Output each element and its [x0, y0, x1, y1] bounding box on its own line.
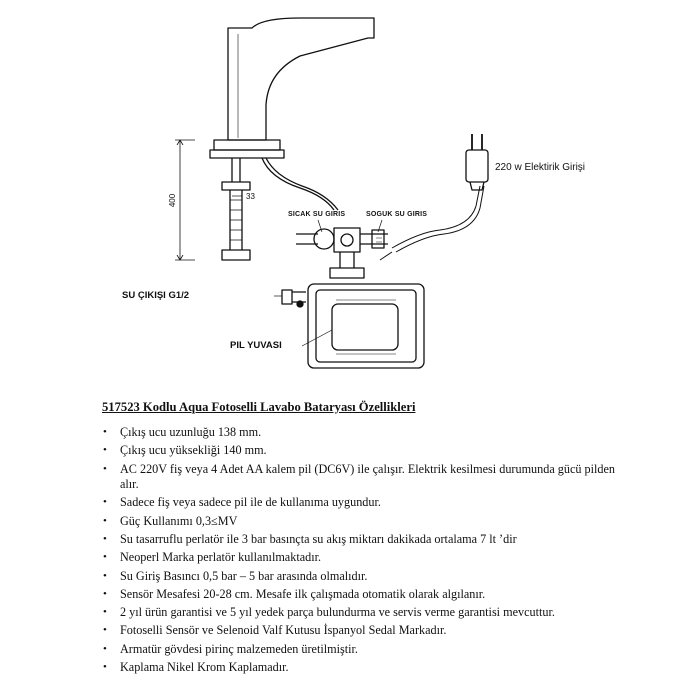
spec-item: • Armatür gövdesi pirinç malzemeden üreti… — [102, 642, 622, 658]
spec-item-text: AC 220V fiş veya 4 Adet AA kalem pil (DC… — [120, 461, 615, 492]
spec-item: • 2 yıl ürün garantisi ve 5 yıl yedek par… — [102, 605, 622, 621]
bullet-icon: • — [103, 514, 107, 527]
spec-item: • Çıkış ucu uzunluğu 138 mm. — [102, 425, 622, 441]
faucet-base — [213, 139, 281, 151]
power-inlet-label: 220 w Elektirik Girişi — [495, 162, 586, 173]
spec-item-text: Su Giriş Basıncı 0,5 bar – 5 bar arasınd… — [120, 568, 368, 583]
specifications-section: 517523 Kodlu Aqua Fotoselli Lavabo Batar… — [102, 400, 622, 678]
spec-item: • Güç Kullanımı 0,3≤MV — [102, 514, 622, 530]
spec-item: • Sensör Mesafesi 20-28 cm. Mesafe ilk ça… — [102, 587, 622, 603]
spec-item-text: Neoperl Marka perlatör kullanılmaktadır. — [120, 550, 322, 565]
spec-item-text: Sadece fiş veya sadece pil ile de kullan… — [120, 495, 381, 510]
cold-inlet-pipe — [360, 233, 388, 245]
power-cable — [391, 185, 481, 249]
spec-item: • Fotoselli Sensör ve Selenoid Valf Kutus… — [102, 623, 622, 639]
spec-item-text: Sensör Mesafesi 20-28 cm. Mesafe ilk çal… — [120, 586, 486, 601]
thread-dimension: 33 — [246, 192, 255, 201]
bullet-icon: • — [103, 606, 107, 619]
spec-item-text: Çıkış ucu yüksekliği 140 mm. — [120, 443, 267, 458]
bullet-icon: • — [103, 462, 107, 475]
battery-slot-label: PIL YUVASI — [230, 340, 282, 351]
spec-item-text: Güç Kullanımı 0,3≤MV — [120, 513, 238, 528]
bullet-icon: • — [103, 587, 107, 600]
hot-inlet-pipe — [296, 233, 318, 245]
water-outlet-label: SU ÇIKIŞI G1/2 — [122, 290, 190, 301]
spec-item-text: 2 yıl ürün garantisi ve 5 yıl yedek parç… — [120, 605, 555, 620]
control-box — [307, 283, 425, 369]
mounting-shank — [231, 158, 241, 182]
battery-compartment — [331, 303, 399, 351]
spec-item: • Su tasarruflu perlatör ile 3 bar basınç… — [102, 532, 622, 548]
bullet-icon: • — [103, 642, 107, 655]
sensor-cable — [261, 157, 335, 211]
bullet-icon: • — [103, 533, 107, 545]
spec-item-text: Kaplama Nikel Krom Kaplamadır. — [120, 659, 289, 674]
bullet-icon: • — [103, 624, 107, 637]
faucet-spout — [227, 17, 375, 141]
spec-item: • Çıkış ucu yüksekliği 140 mm. — [102, 443, 622, 459]
bullet-icon: • — [103, 569, 107, 582]
solenoid-valve — [333, 227, 361, 253]
bullet-icon: • — [103, 660, 107, 673]
spec-item: • Neoperl Marka perlatör kullanılmaktadır… — [102, 550, 622, 566]
power-plug — [465, 134, 489, 191]
spec-item-text: Fotoselli Sensör ve Selenoid Valf Kutusu… — [120, 623, 447, 638]
bullet-icon: • — [103, 551, 107, 564]
faucet-technical-diagram: SICAK SU GIRIS SOGUK SU GIRIS 220 w Elek… — [122, 17, 586, 369]
spec-item-text: Su tasarruflu perlatör ile 3 bar basınçt… — [120, 532, 517, 546]
spec-item: • Su Giriş Basıncı 0,5 bar – 5 bar arasın… — [102, 569, 622, 585]
bullet-icon: • — [103, 496, 107, 509]
bullet-icon: • — [103, 426, 107, 438]
height-dimension: 400 — [168, 193, 178, 208]
cold-inlet-label: SOGUK SU GIRIS — [366, 211, 428, 218]
spec-item: • Sadece fiş veya sadece pil ile de kulla… — [102, 495, 622, 511]
spec-item: • AC 220V fiş veya 4 Adet AA kalem pil (D… — [102, 462, 622, 493]
spec-item-text: Armatür gövdesi pirinç malzemeden üretil… — [120, 641, 358, 656]
spec-item: • Kaplama Nikel Krom Kaplamadır. — [102, 660, 622, 676]
specifications-list: • Çıkış ucu uzunluğu 138 mm. • Çıkış ucu y… — [102, 425, 622, 676]
faucet-drawing — [175, 17, 489, 369]
check-valve-hot — [313, 228, 335, 250]
specifications-title: 517523 Kodlu Aqua Fotoselli Lavabo Batar… — [102, 400, 416, 414]
bullet-icon: • — [103, 444, 107, 457]
hot-inlet-label: SICAK SU GIRIS — [288, 211, 346, 218]
spec-item-text: Çıkış ucu uzunluğu 138 mm. — [120, 425, 262, 439]
